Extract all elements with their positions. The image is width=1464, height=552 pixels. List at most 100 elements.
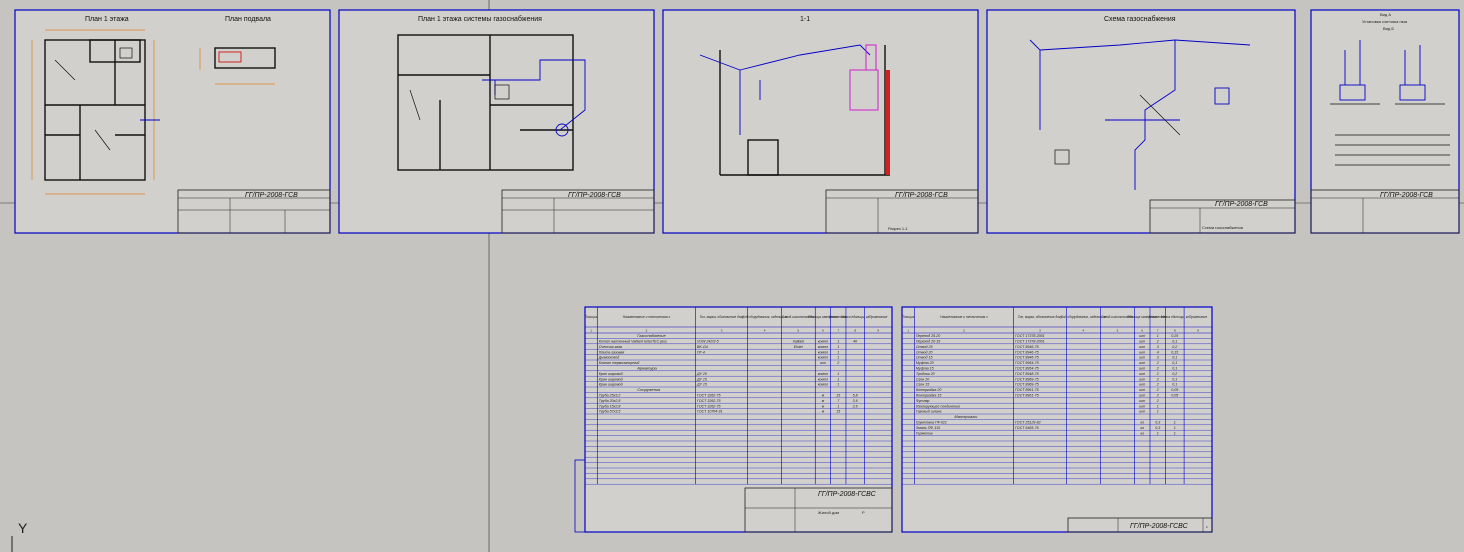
column-number: 2 bbox=[646, 329, 648, 333]
sheet-code: ГГ/ПР-2008-ГСВ bbox=[245, 192, 298, 199]
table-cell: ГОСТ 3262-75 bbox=[697, 404, 721, 408]
table-cell: 1 bbox=[1174, 421, 1176, 425]
table-cell: кг bbox=[1141, 426, 1145, 430]
column-header: Примечание bbox=[1189, 315, 1208, 319]
table-cell: 0,1 bbox=[1172, 356, 1177, 360]
table-cell: Сгон 15 bbox=[916, 383, 929, 387]
table-cell: компл bbox=[818, 372, 828, 376]
table-cell: Отвод 15 bbox=[916, 356, 933, 360]
sheet-title: Схема газоснабжения bbox=[1104, 15, 1176, 23]
table-cell: кг bbox=[1141, 421, 1145, 425]
column-header: Наименование и техническая х bbox=[623, 315, 671, 319]
table-cell: 0,15 bbox=[1171, 350, 1178, 354]
table-cell: 1 bbox=[837, 404, 839, 408]
sheet-section[interactable]: 1-1 ГГ/ПР-2008-ГСВ Разрез 1-1 bbox=[662, 9, 979, 234]
table-cell: 0,1 bbox=[1172, 383, 1177, 387]
table-cell: 2 bbox=[1156, 377, 1159, 381]
table-cell: компл bbox=[818, 377, 828, 381]
column-number: 8 bbox=[854, 329, 856, 333]
column-header: Завод-изготовитель bbox=[1101, 315, 1133, 319]
section-title: Сооружения bbox=[637, 387, 661, 392]
column-number: 1 bbox=[590, 329, 592, 333]
table-cell: 0,1 bbox=[1172, 361, 1177, 365]
table-cell: ГОСТ 17378-2001 bbox=[1015, 334, 1045, 338]
table-cell: ДУ 15 bbox=[696, 383, 707, 387]
table-cell: 5,8 bbox=[853, 394, 858, 398]
column-header: Тип, марка, обозначение доку bbox=[1018, 315, 1063, 319]
spec-stage: Р bbox=[862, 510, 865, 515]
table-cell: Муфта 20 bbox=[916, 361, 934, 365]
table-cell: ГОСТ 17378-2001 bbox=[1015, 340, 1045, 344]
column-header: Количество bbox=[1149, 315, 1167, 319]
table-cell: шт bbox=[1139, 356, 1145, 360]
table-cell: 0,05 bbox=[1171, 394, 1178, 398]
sheet-gas-scheme[interactable]: Схема газоснабжения ГГ/ПР-2008-ГСВ Схема… bbox=[986, 9, 1296, 234]
table-cell: Герметик bbox=[916, 431, 933, 435]
table-cell: 15 bbox=[836, 410, 840, 414]
sheet-floor-plan[interactable]: План 1 этажа План подвала bbox=[14, 9, 331, 234]
column-number: 3 bbox=[721, 329, 723, 333]
spec-table-right[interactable]: Позиция 1 Наименование и техническая х 2 Тип… bbox=[901, 306, 1213, 533]
table-cell: 3 bbox=[1157, 356, 1159, 360]
sheet-code: ГГ/ПР-2008-ГСВ bbox=[1215, 201, 1268, 208]
column-header: Завод-изготовитель bbox=[782, 315, 814, 319]
table-cell: 1 bbox=[837, 340, 839, 344]
table-cell: 1 bbox=[837, 345, 839, 349]
sheet-caption: Схема газоснабжения bbox=[1202, 225, 1243, 230]
column-header: Единица измерения bbox=[808, 315, 838, 319]
section-title: Арматура bbox=[636, 366, 657, 371]
column-header: Позиция bbox=[585, 315, 598, 319]
table-cell: Труба 15х2,8 bbox=[599, 404, 621, 408]
column-header: Тип, марка, обозначение доку bbox=[699, 315, 744, 319]
table-cell: 1 bbox=[1174, 426, 1176, 430]
table-cell: Дымоотвод bbox=[598, 356, 619, 360]
column-header: Наименование и техническая х bbox=[940, 315, 988, 319]
table-cell: компл bbox=[818, 345, 828, 349]
sheet-title: 1-1 bbox=[800, 16, 810, 23]
table-cell: ГОСТ 8969-75 bbox=[1015, 383, 1039, 387]
table-cell: 1 bbox=[837, 356, 839, 360]
table-cell: Изолирующее соединение bbox=[916, 404, 960, 408]
table-cell: ГОСТ 8961-75 bbox=[1015, 388, 1039, 392]
table-cell: ГОСТ 8969-75 bbox=[1015, 377, 1039, 381]
table-cell: 1 bbox=[837, 383, 839, 387]
sheet-title: План подвала bbox=[225, 16, 271, 23]
section-title: Материалы bbox=[954, 414, 977, 419]
table-cell: 15 bbox=[836, 394, 840, 398]
sheet-code: ГГ/ПР-2008-ГСВ bbox=[1380, 192, 1433, 199]
table-cell: ГОСТ 8954-75 bbox=[1015, 361, 1039, 365]
sheet-gas-plan[interactable]: План 1 этажа системы газоснабжения ГГ/ПР… bbox=[338, 9, 655, 234]
table-cell: 0,3 bbox=[1155, 421, 1160, 425]
table-cell: Грунтовка ГФ-021 bbox=[916, 421, 947, 425]
table-cell: шт bbox=[1139, 377, 1145, 381]
sheet-title: Установка счетчика газа bbox=[1362, 19, 1408, 24]
table-cell: 0,2 bbox=[1172, 345, 1177, 349]
title-block: ГГ/ПР-2008-ГСВС 2 bbox=[1067, 517, 1213, 533]
table-cell: 1 bbox=[837, 372, 839, 376]
table-cell: 2 bbox=[1156, 399, 1159, 403]
table-cell: 2 bbox=[836, 361, 839, 365]
table-cell: кг bbox=[1141, 431, 1145, 435]
table-cell: 2 bbox=[1156, 340, 1159, 344]
title-block: ГГ/ПР-2008-ГСВ Разрез 1-1 bbox=[825, 189, 979, 234]
sheet-meter[interactable]: Вид А Установка счетчика газа Вид Б ГГ/П… bbox=[1310, 9, 1460, 234]
column-number: 6 bbox=[822, 329, 824, 333]
table-cell: м bbox=[822, 404, 825, 408]
table-cell: Клапан термозапорный bbox=[599, 361, 640, 365]
table-cell: 2 bbox=[1156, 361, 1159, 365]
column-number: 6 bbox=[1141, 329, 1143, 333]
table-cell: 0,05 bbox=[1171, 388, 1178, 392]
table-cell: ГОСТ 3262-75 bbox=[697, 399, 721, 403]
table-cell: компл bbox=[818, 383, 828, 387]
table-cell: 1 bbox=[837, 377, 839, 381]
table-cell: Кран шаровой bbox=[599, 383, 623, 387]
table-cell: 1 bbox=[1174, 431, 1176, 435]
title-block: ГГ/ПР-2008-ГСВ bbox=[1310, 189, 1460, 234]
table-cell: Vaillant bbox=[793, 340, 806, 344]
table-cell: Кран шаровой bbox=[599, 372, 623, 376]
spec-table-left[interactable]: Позиция 1 Наименование и техническая х 2 Тип… bbox=[574, 306, 893, 533]
column-header: Код оборудования, изделия, м bbox=[1061, 315, 1106, 319]
column-header: Масса единицы, кг bbox=[1161, 315, 1190, 319]
column-header: Позиция bbox=[902, 315, 915, 319]
